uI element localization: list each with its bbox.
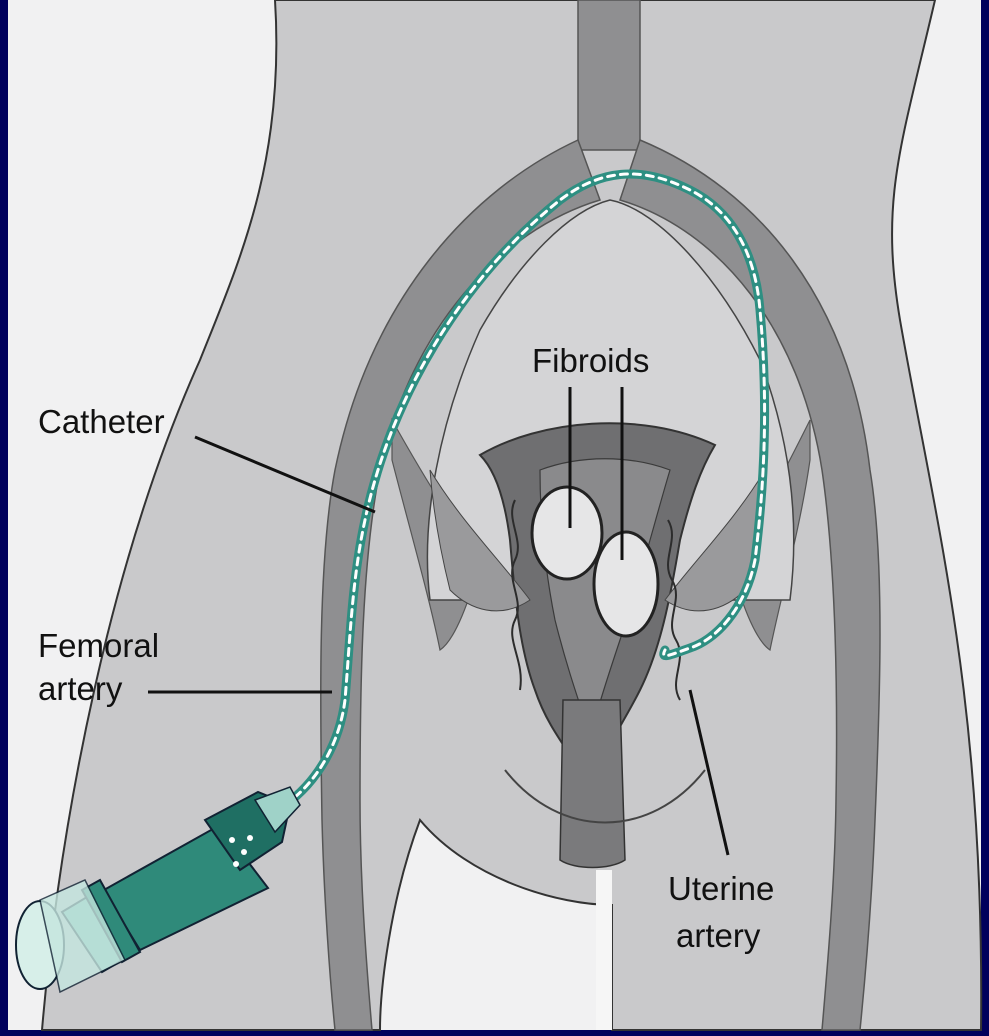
uterine-label-line2: artery <box>676 917 761 954</box>
thigh-gap <box>596 870 612 1030</box>
fibroid-lower <box>594 532 658 636</box>
aorta <box>578 0 640 150</box>
femoral-label-line1: Femoral <box>38 627 159 664</box>
fibroids-label: Fibroids <box>532 342 649 379</box>
fibroid-upper <box>532 487 602 579</box>
femoral-label-line2: artery <box>38 670 123 707</box>
uterine-label-line1: Uterine <box>668 870 774 907</box>
catheter-label: Catheter <box>38 403 165 440</box>
